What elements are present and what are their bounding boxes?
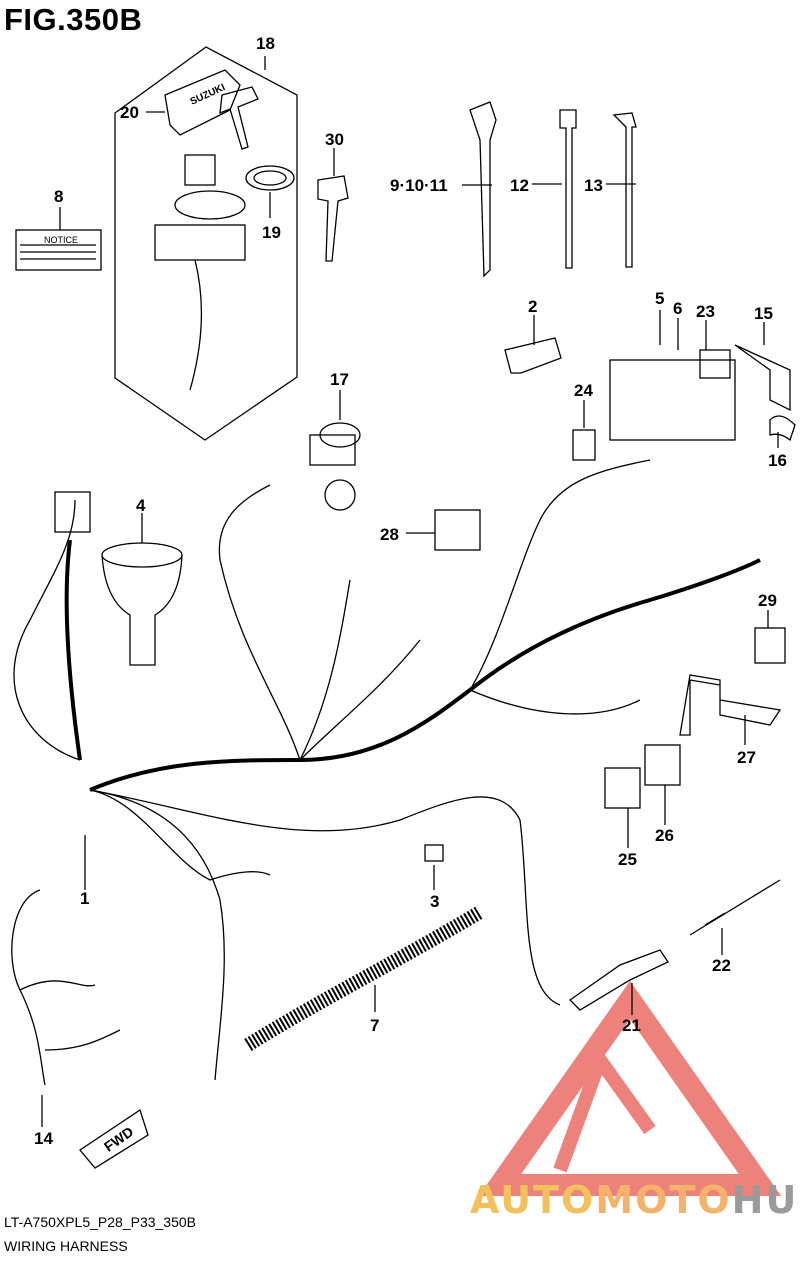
callout-12: 12	[510, 176, 529, 195]
watermark-logo	[478, 980, 782, 1196]
ignition-switch-icon	[154, 154, 246, 391]
callout-29: 29	[758, 591, 777, 610]
callout-15: 15	[754, 304, 773, 323]
key-icon	[219, 86, 259, 150]
fwd-arrow-icon	[79, 1108, 149, 1169]
cable-tie-12-icon	[559, 109, 577, 269]
connector-25-icon	[604, 767, 641, 809]
spare-key-icon	[317, 175, 349, 262]
ignition-cover-icon: SUZUKI	[164, 69, 241, 136]
footer-model-code: LT-A750XPL5_P28_P33_350B	[4, 1214, 197, 1230]
sub-harness-14	[11, 889, 121, 1086]
callout-3: 3	[430, 892, 440, 911]
cable-tie-13-icon	[612, 112, 637, 268]
o2-sensor-icon	[568, 949, 669, 1011]
kit-box-18	[114, 46, 298, 441]
notice-label-icon	[15, 229, 102, 271]
callout-9-10-11: 9·10·11	[390, 176, 448, 195]
callout-8: 8	[54, 187, 64, 206]
callout-22: 22	[712, 956, 731, 975]
callout-26: 26	[655, 826, 674, 845]
watermark-part2: MOTO	[595, 1178, 732, 1222]
main-harness	[64, 539, 761, 792]
boot-2-icon	[504, 337, 562, 374]
callout-5: 5	[655, 289, 665, 308]
connector-29-icon	[754, 627, 786, 664]
callout-16: 16	[768, 451, 787, 470]
plug-3-icon	[424, 844, 444, 862]
callout-20: 20	[120, 103, 139, 122]
notice-text: NOTICE	[44, 235, 78, 245]
callout-21: 21	[622, 1016, 641, 1035]
callout-19: 19	[262, 223, 281, 242]
callout-1: 1	[80, 889, 90, 908]
bracket-15-icon	[734, 344, 791, 412]
callout-7: 7	[370, 1016, 380, 1035]
footer-section-name: WIRING HARNESS	[4, 1238, 128, 1254]
relay-23-icon	[699, 349, 731, 379]
callout-27: 27	[737, 748, 756, 767]
watermark-text: AUTOMOTOHUB	[470, 1178, 800, 1222]
cable-tie-9-icon	[469, 101, 497, 278]
power-socket-icon	[309, 422, 361, 511]
spring-22-icon	[689, 879, 781, 936]
watermark-part1: AUTO	[470, 1178, 596, 1222]
watermark-part3: HUB	[731, 1178, 800, 1222]
grommet-4-icon	[101, 542, 183, 666]
callout-13: 13	[584, 176, 603, 195]
callout-17: 17	[330, 370, 349, 389]
figure-title: FIG.350B	[4, 2, 143, 37]
callout-28: 28	[380, 525, 399, 544]
callout-25: 25	[618, 850, 637, 869]
callout-2: 2	[528, 297, 538, 316]
callout-23: 23	[696, 302, 715, 321]
callout-6: 6	[673, 299, 683, 318]
callout-30: 30	[325, 130, 344, 149]
callout-14: 14	[34, 1129, 53, 1148]
relay-28-icon	[434, 509, 481, 551]
bracket-27-icon	[679, 674, 782, 736]
callout-18: 18	[256, 34, 275, 53]
fwd-label: FWD	[101, 1123, 136, 1154]
connector-26-icon	[644, 744, 681, 786]
ring-nut-icon	[245, 165, 295, 191]
clamp-16-icon	[769, 415, 796, 442]
fuse-box-icon	[609, 359, 736, 441]
callout-24: 24	[574, 381, 593, 400]
callout-4: 4	[136, 496, 146, 515]
connector-24-icon	[572, 429, 596, 461]
corrugated-tube-icon	[244, 905, 484, 1051]
